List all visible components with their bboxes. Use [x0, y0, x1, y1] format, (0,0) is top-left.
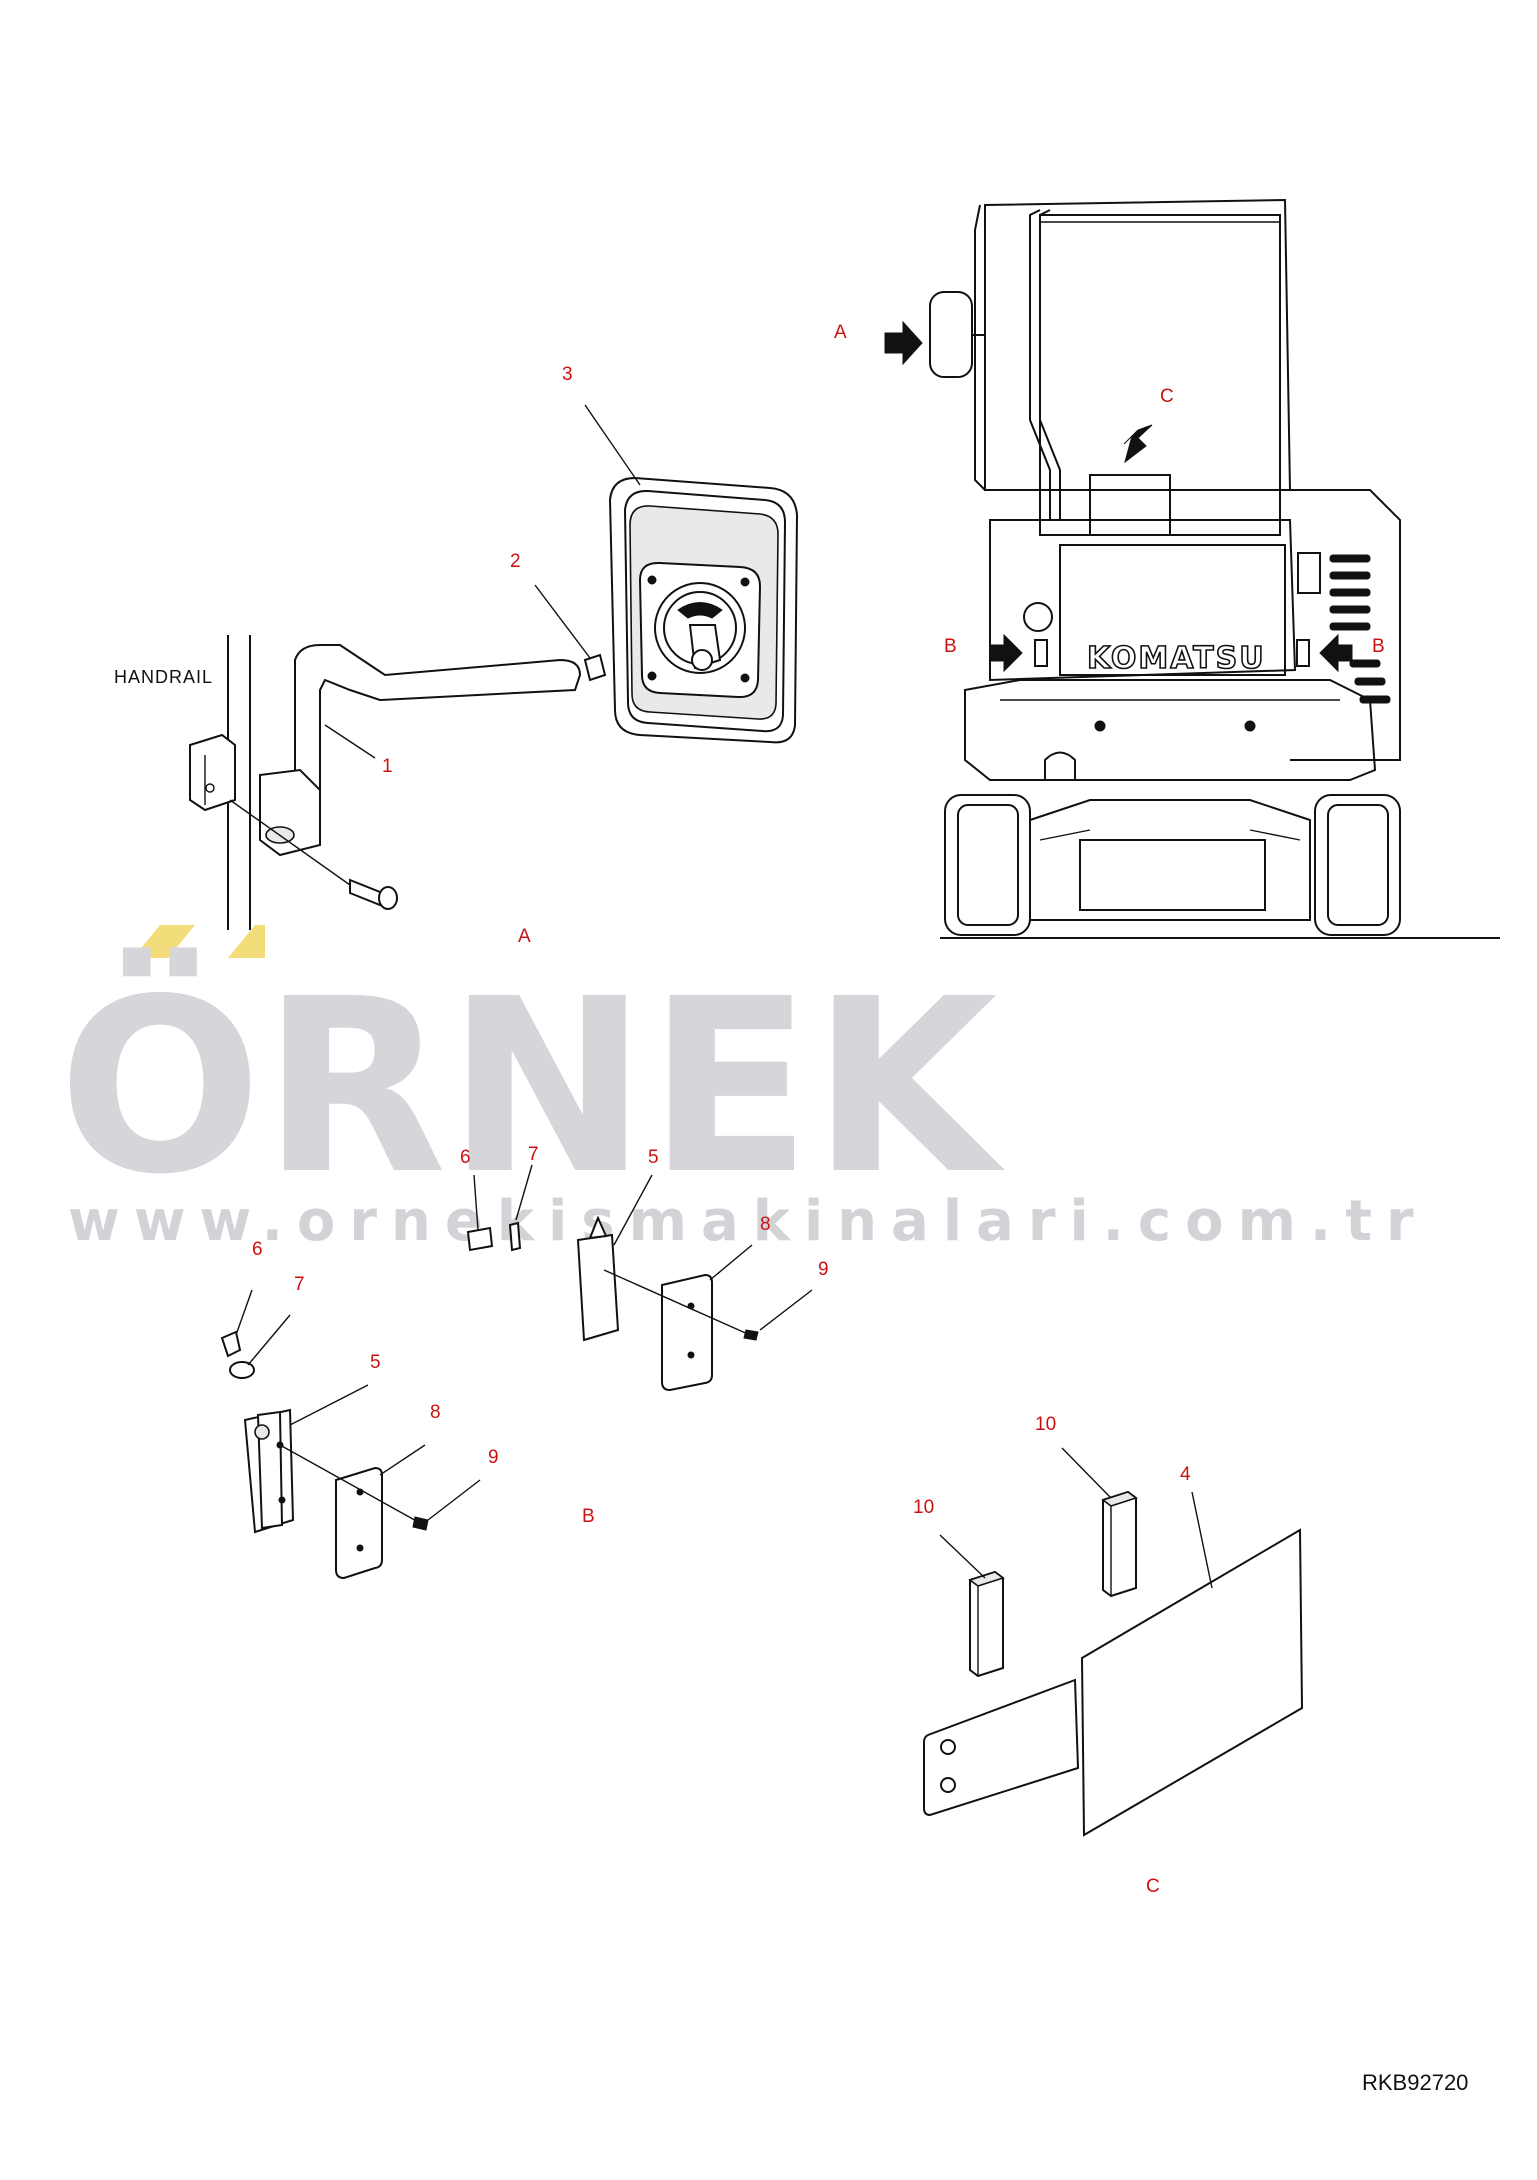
arrow-a-icon: [884, 320, 923, 366]
arrow-c-icon: [1123, 424, 1153, 464]
view-label-a-top: A: [834, 322, 847, 343]
view-label-c-section: C: [1146, 1876, 1160, 1897]
callout-8-upper: 8: [760, 1214, 771, 1235]
callout-9-upper: 9: [818, 1259, 829, 1280]
watermark: ÖRNEK www.ornekismakinalari.com.tr: [58, 925, 1428, 1254]
callout-2: 2: [510, 551, 521, 572]
watermark-url: www.ornekismakinalari.com.tr: [68, 1189, 1428, 1254]
callout-7-upper: 7: [528, 1144, 539, 1165]
section-c-plate: 10 10 4 C: [913, 1414, 1304, 1897]
bracket-set-upper: 6 7 5 8 9: [460, 1144, 829, 1392]
callout-5-upper: 5: [648, 1147, 659, 1168]
callout-5-lower: 5: [370, 1352, 381, 1373]
view-label-b-right: B: [1372, 636, 1385, 657]
section-b-brackets: 6 7 5 8 9 6 7 5 8: [220, 1144, 829, 1580]
view-label-b-section: B: [582, 1506, 595, 1527]
view-label-a-section: A: [518, 926, 531, 947]
arrow-b-right-icon: [1319, 633, 1353, 673]
callout-9-lower: 9: [488, 1447, 499, 1468]
section-a-mirror: HANDRAIL: [114, 364, 799, 947]
komatsu-logo: KOMATSU: [1087, 641, 1266, 676]
engine-grille: [1297, 552, 1391, 704]
callout-6-lower: 6: [252, 1239, 263, 1260]
callout-6-upper: 6: [460, 1147, 471, 1168]
arrow-b-left-icon: [989, 633, 1023, 673]
foam-block-right: [1101, 1490, 1138, 1598]
view-label-b-left: B: [944, 636, 957, 657]
callout-7-lower: 7: [294, 1274, 305, 1295]
callout-4: 4: [1180, 1464, 1191, 1485]
handrail-label: HANDRAIL: [114, 667, 213, 687]
callout-10-right: 10: [1035, 1414, 1056, 1435]
callout-1: 1: [382, 756, 393, 777]
bracket-set-lower: 6 7 5 8 9: [220, 1239, 499, 1580]
machine-rear-view: KOMATSU A C B B: [834, 198, 1500, 939]
figure-id: RKB92720: [1362, 2070, 1468, 2095]
mirror: [608, 476, 799, 744]
callout-8-lower: 8: [430, 1402, 441, 1423]
foam-block-left: [968, 1570, 1005, 1678]
watermark-text: ÖRNEK: [58, 946, 1006, 1227]
view-label-c-top: C: [1160, 386, 1174, 407]
callout-3: 3: [562, 364, 573, 385]
callout-10-left: 10: [913, 1497, 934, 1518]
